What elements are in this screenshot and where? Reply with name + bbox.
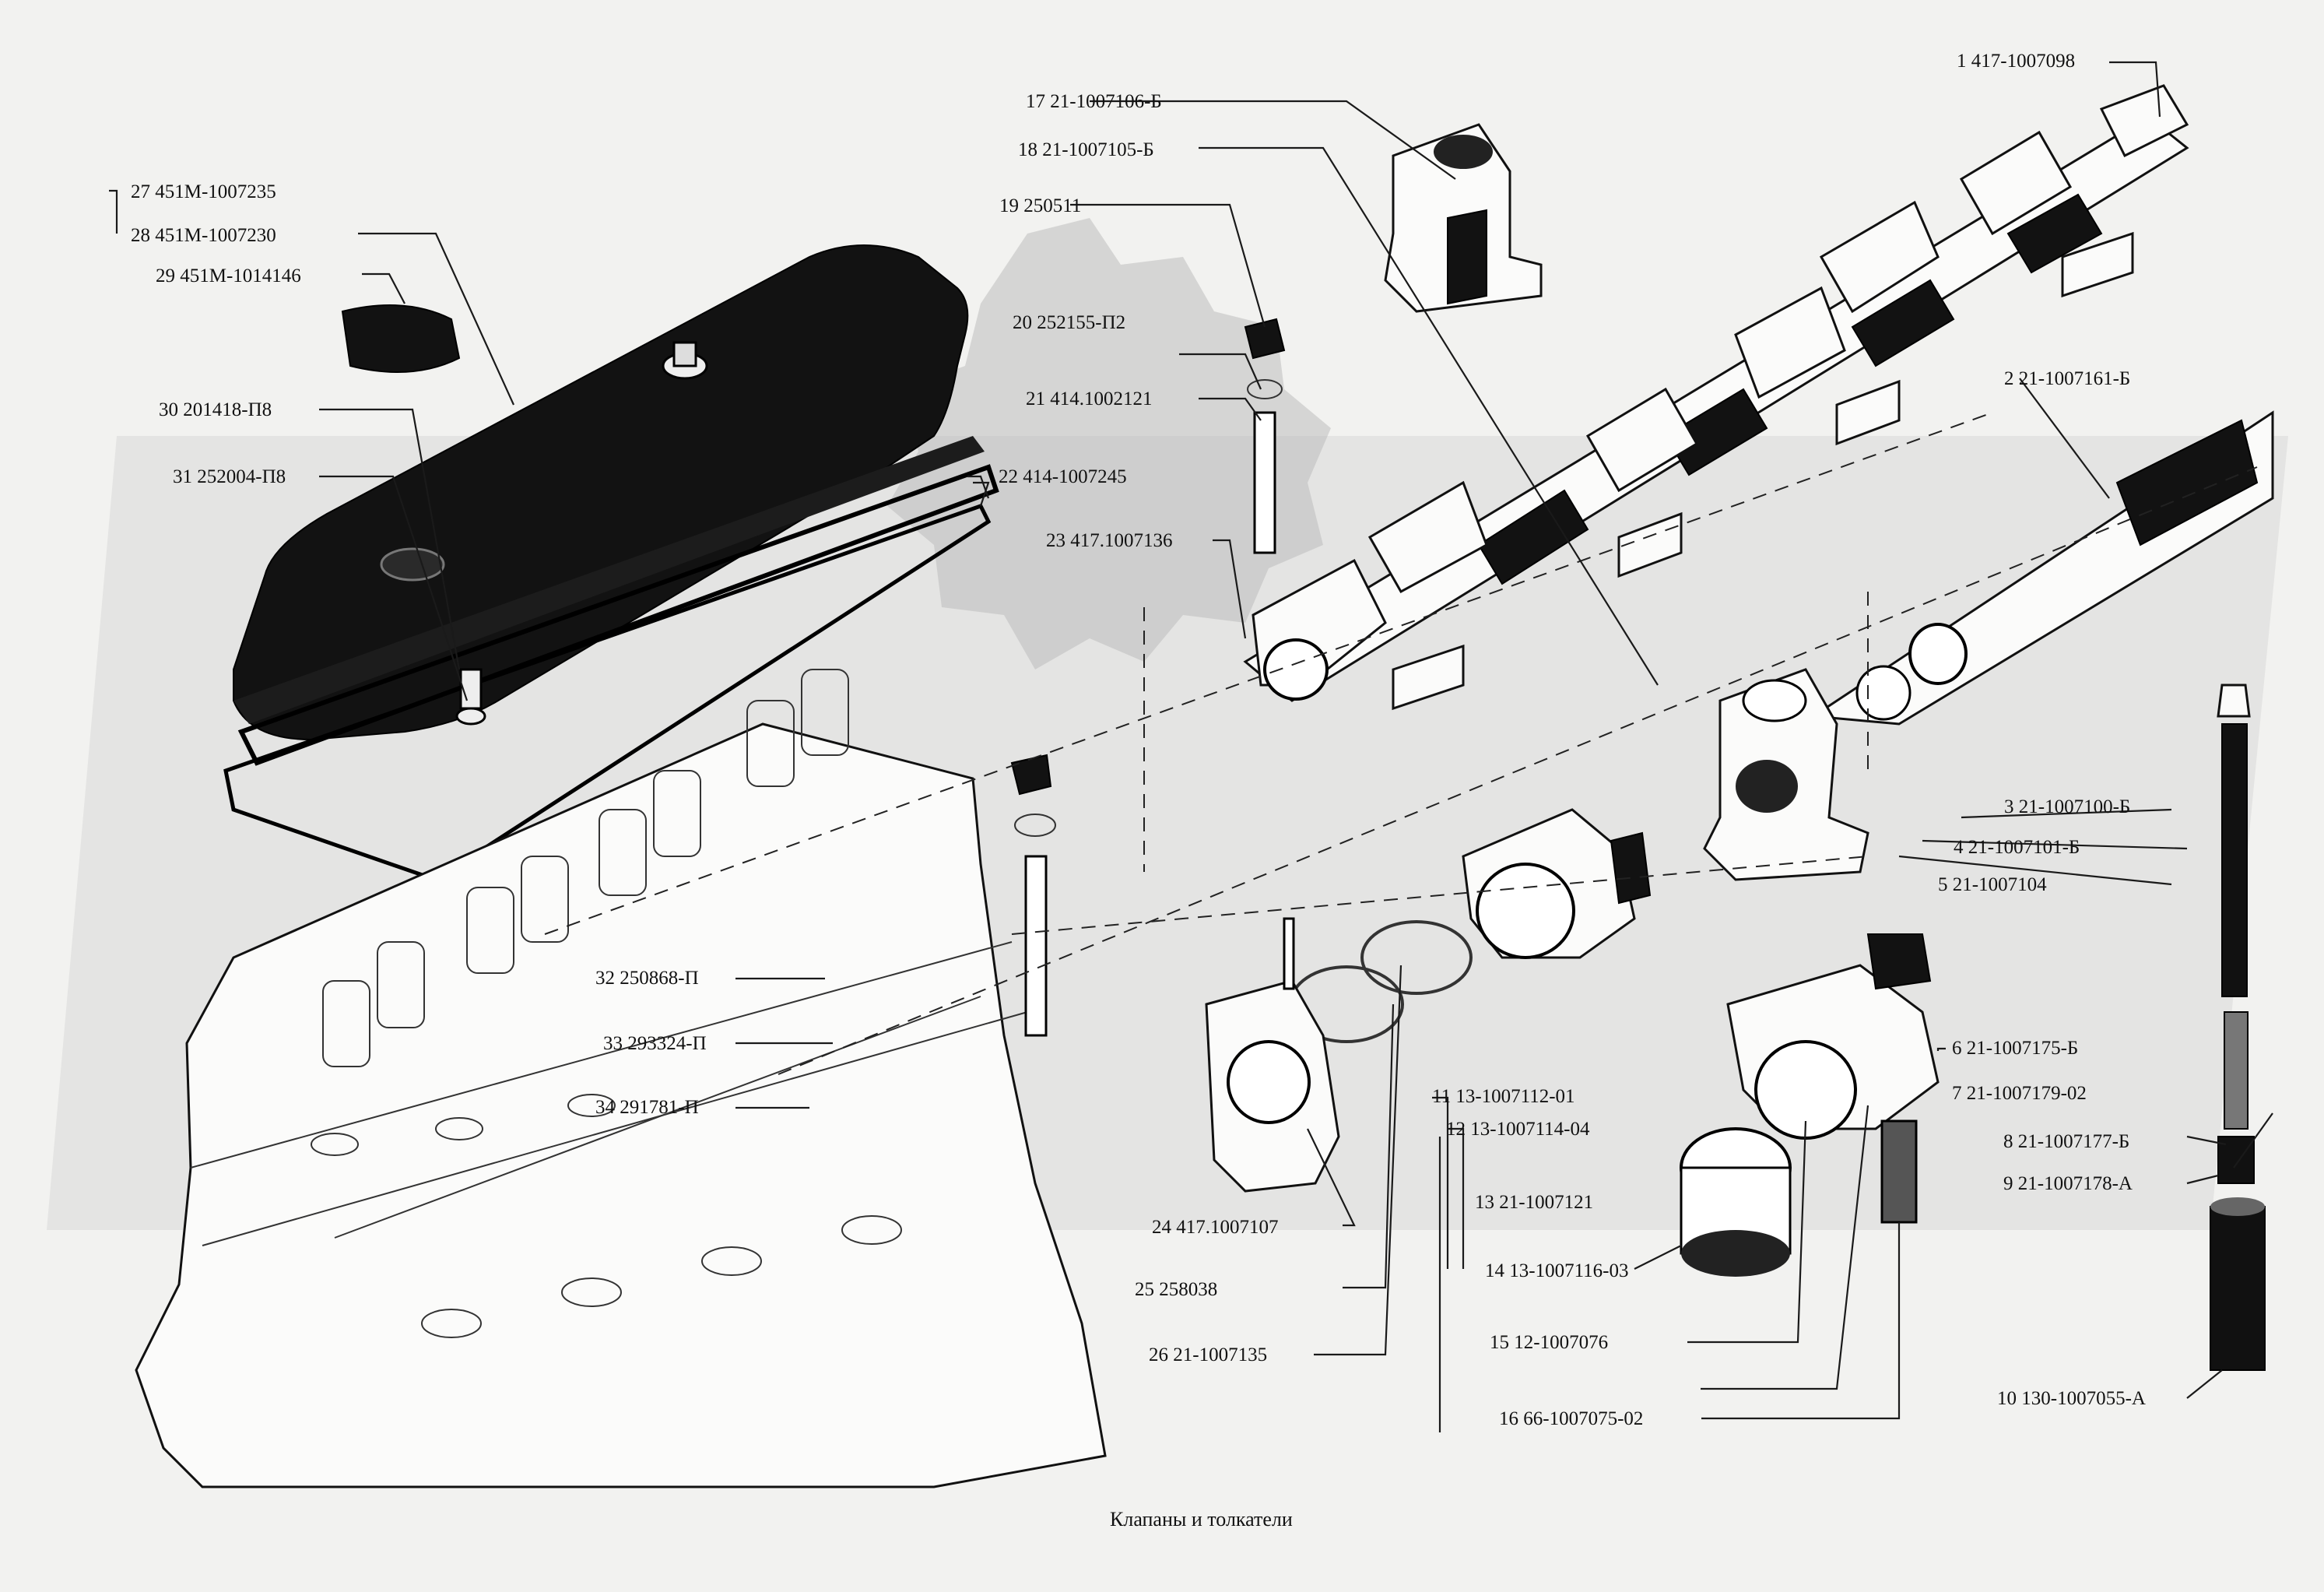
shaft-end-parts	[1810, 410, 2274, 726]
oil-filler-cap	[341, 304, 461, 373]
callout-3: 3 21-1007100-Б	[2004, 796, 2130, 817]
rocker-shaft-assembly	[1243, 84, 2189, 711]
callout-14: 14 13-1007116-03	[1485, 1260, 1628, 1281]
callout-24: 24 417.1007107	[1152, 1217, 1279, 1238]
callout-4: 4 21-1007101-Б	[1954, 837, 2080, 858]
callout-22: 22 414-1007245	[999, 466, 1127, 487]
callout-26: 26 21-1007135	[1149, 1344, 1267, 1365]
callout-34: 34 291781-П	[595, 1097, 699, 1118]
callout-23: 23 417.1007136	[1046, 530, 1173, 551]
bracket-fasteners	[1244, 318, 1286, 554]
callout-30: 30 201418-П8	[159, 399, 272, 420]
callout-9: 9 21-1007178-А	[2003, 1173, 2133, 1194]
callout-29: 29 451М-1014146	[156, 265, 301, 286]
callout-5: 5 21-1007104	[1938, 874, 2047, 895]
callout-17: 17 21-1007106-Б	[1026, 91, 1162, 112]
rocker-arm-lower	[1680, 933, 1940, 1277]
callout-19: 19 250511	[999, 195, 1081, 216]
callout-21: 21 414.1002121	[1026, 388, 1153, 409]
leader-lines	[109, 61, 2273, 1432]
assembly-guide-lines	[544, 412, 2258, 1075]
rocker-bracket	[1703, 668, 1869, 881]
callout-10: 10 130-1007055-А	[1997, 1388, 2146, 1409]
cover-bolt	[455, 668, 486, 726]
callout-11: 11 13-1007112-01	[1432, 1086, 1575, 1107]
callout-8: 8 21-1007177-Б	[2003, 1131, 2129, 1152]
callout-1: 1 417-1007098	[1957, 51, 2075, 72]
callout-18: 18 21-1007105-Б	[1018, 139, 1154, 160]
callout-6: 6 21-1007175-Б	[1952, 1038, 2078, 1059]
shaft-bracket-detail	[1384, 123, 1543, 313]
callout-28: 28 451М-1007230	[131, 225, 276, 246]
cylinder-head	[135, 669, 1107, 1488]
rocker-arm-exploded	[1289, 808, 1652, 1043]
callout-7: 7 21-1007179-02	[1952, 1083, 2087, 1104]
end-bracket	[1205, 917, 1340, 1193]
callout-2: 2 21-1007161-Б	[2004, 368, 2130, 389]
callout-27: 27 451М-1007235	[131, 181, 276, 202]
callout-labels: 1 417-1007098 2 21-1007161-Б 3 21-100710…	[131, 51, 2146, 1429]
callout-25: 25 258038	[1135, 1279, 1217, 1300]
callout-31: 31 252004-П8	[173, 466, 286, 487]
valve-cover	[223, 244, 999, 882]
diagram-caption: Клапаны и толкатели	[1110, 1508, 1293, 1530]
callout-16: 16 66-1007075-02	[1499, 1408, 1643, 1429]
callout-15: 15 12-1007076	[1490, 1332, 1608, 1353]
callout-32: 32 250868-П	[595, 968, 699, 989]
callout-12: 12 13-1007114-04	[1446, 1119, 1590, 1140]
callout-33: 33 293324-П	[603, 1033, 707, 1054]
callout-20: 20 252155-П2	[1013, 312, 1125, 333]
callout-13: 13 21-1007121	[1475, 1192, 1593, 1213]
